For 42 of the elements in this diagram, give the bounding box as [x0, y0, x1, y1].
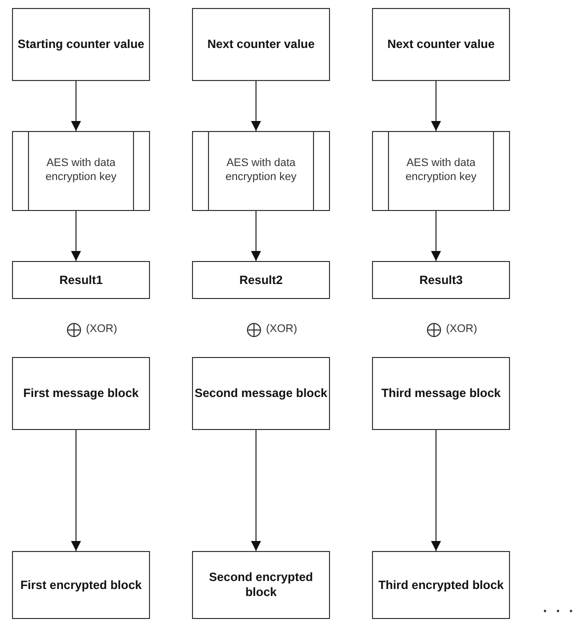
node-text: Starting counter value — [18, 37, 144, 52]
arrow — [431, 210, 441, 262]
node-text: Second encrypted block — [208, 570, 314, 600]
node-text: AES with data encryption key — [224, 157, 298, 185]
node-text: AES with data encryption key — [44, 157, 118, 185]
counter-box — [192, 8, 330, 81]
encrypted-block-box — [192, 551, 330, 619]
node-text: First message block — [23, 386, 139, 401]
node-text: Next counter value — [387, 37, 495, 52]
encrypted-block-box — [372, 551, 510, 619]
message-block-box — [192, 357, 330, 430]
operation-label: (XOR) — [86, 323, 118, 335]
encrypted-block-box — [12, 551, 150, 619]
message-block-box — [12, 357, 150, 430]
counter-box — [372, 8, 510, 81]
arrow — [251, 210, 261, 262]
result-box — [372, 261, 510, 299]
node-text: Next counter value — [207, 37, 315, 52]
arrow — [71, 430, 81, 552]
operation-label: (XOR) — [446, 323, 478, 335]
node-text: Result1 — [59, 272, 103, 288]
aes-process-box — [372, 131, 510, 211]
result-box — [12, 261, 150, 299]
node-text: Second message block — [194, 386, 328, 401]
arrow — [71, 80, 81, 132]
result-box — [192, 261, 330, 299]
operation-label: (XOR) — [266, 323, 298, 335]
node-text: Result2 — [239, 272, 283, 288]
arrow — [431, 430, 441, 552]
aes-process-box — [192, 131, 330, 211]
node-text: First encrypted block — [20, 578, 142, 592]
arrow — [251, 80, 261, 132]
node-text: Third encrypted block — [378, 578, 504, 592]
node-text: Result3 — [419, 272, 463, 288]
arrow — [431, 80, 441, 132]
message-block-box — [372, 357, 510, 430]
aes-process-box — [12, 131, 150, 211]
arrow — [71, 210, 81, 262]
counter-box — [12, 8, 150, 81]
node-text: Third message block — [381, 386, 501, 401]
arrow — [251, 430, 261, 552]
node-text: AES with data encryption key — [404, 157, 478, 185]
